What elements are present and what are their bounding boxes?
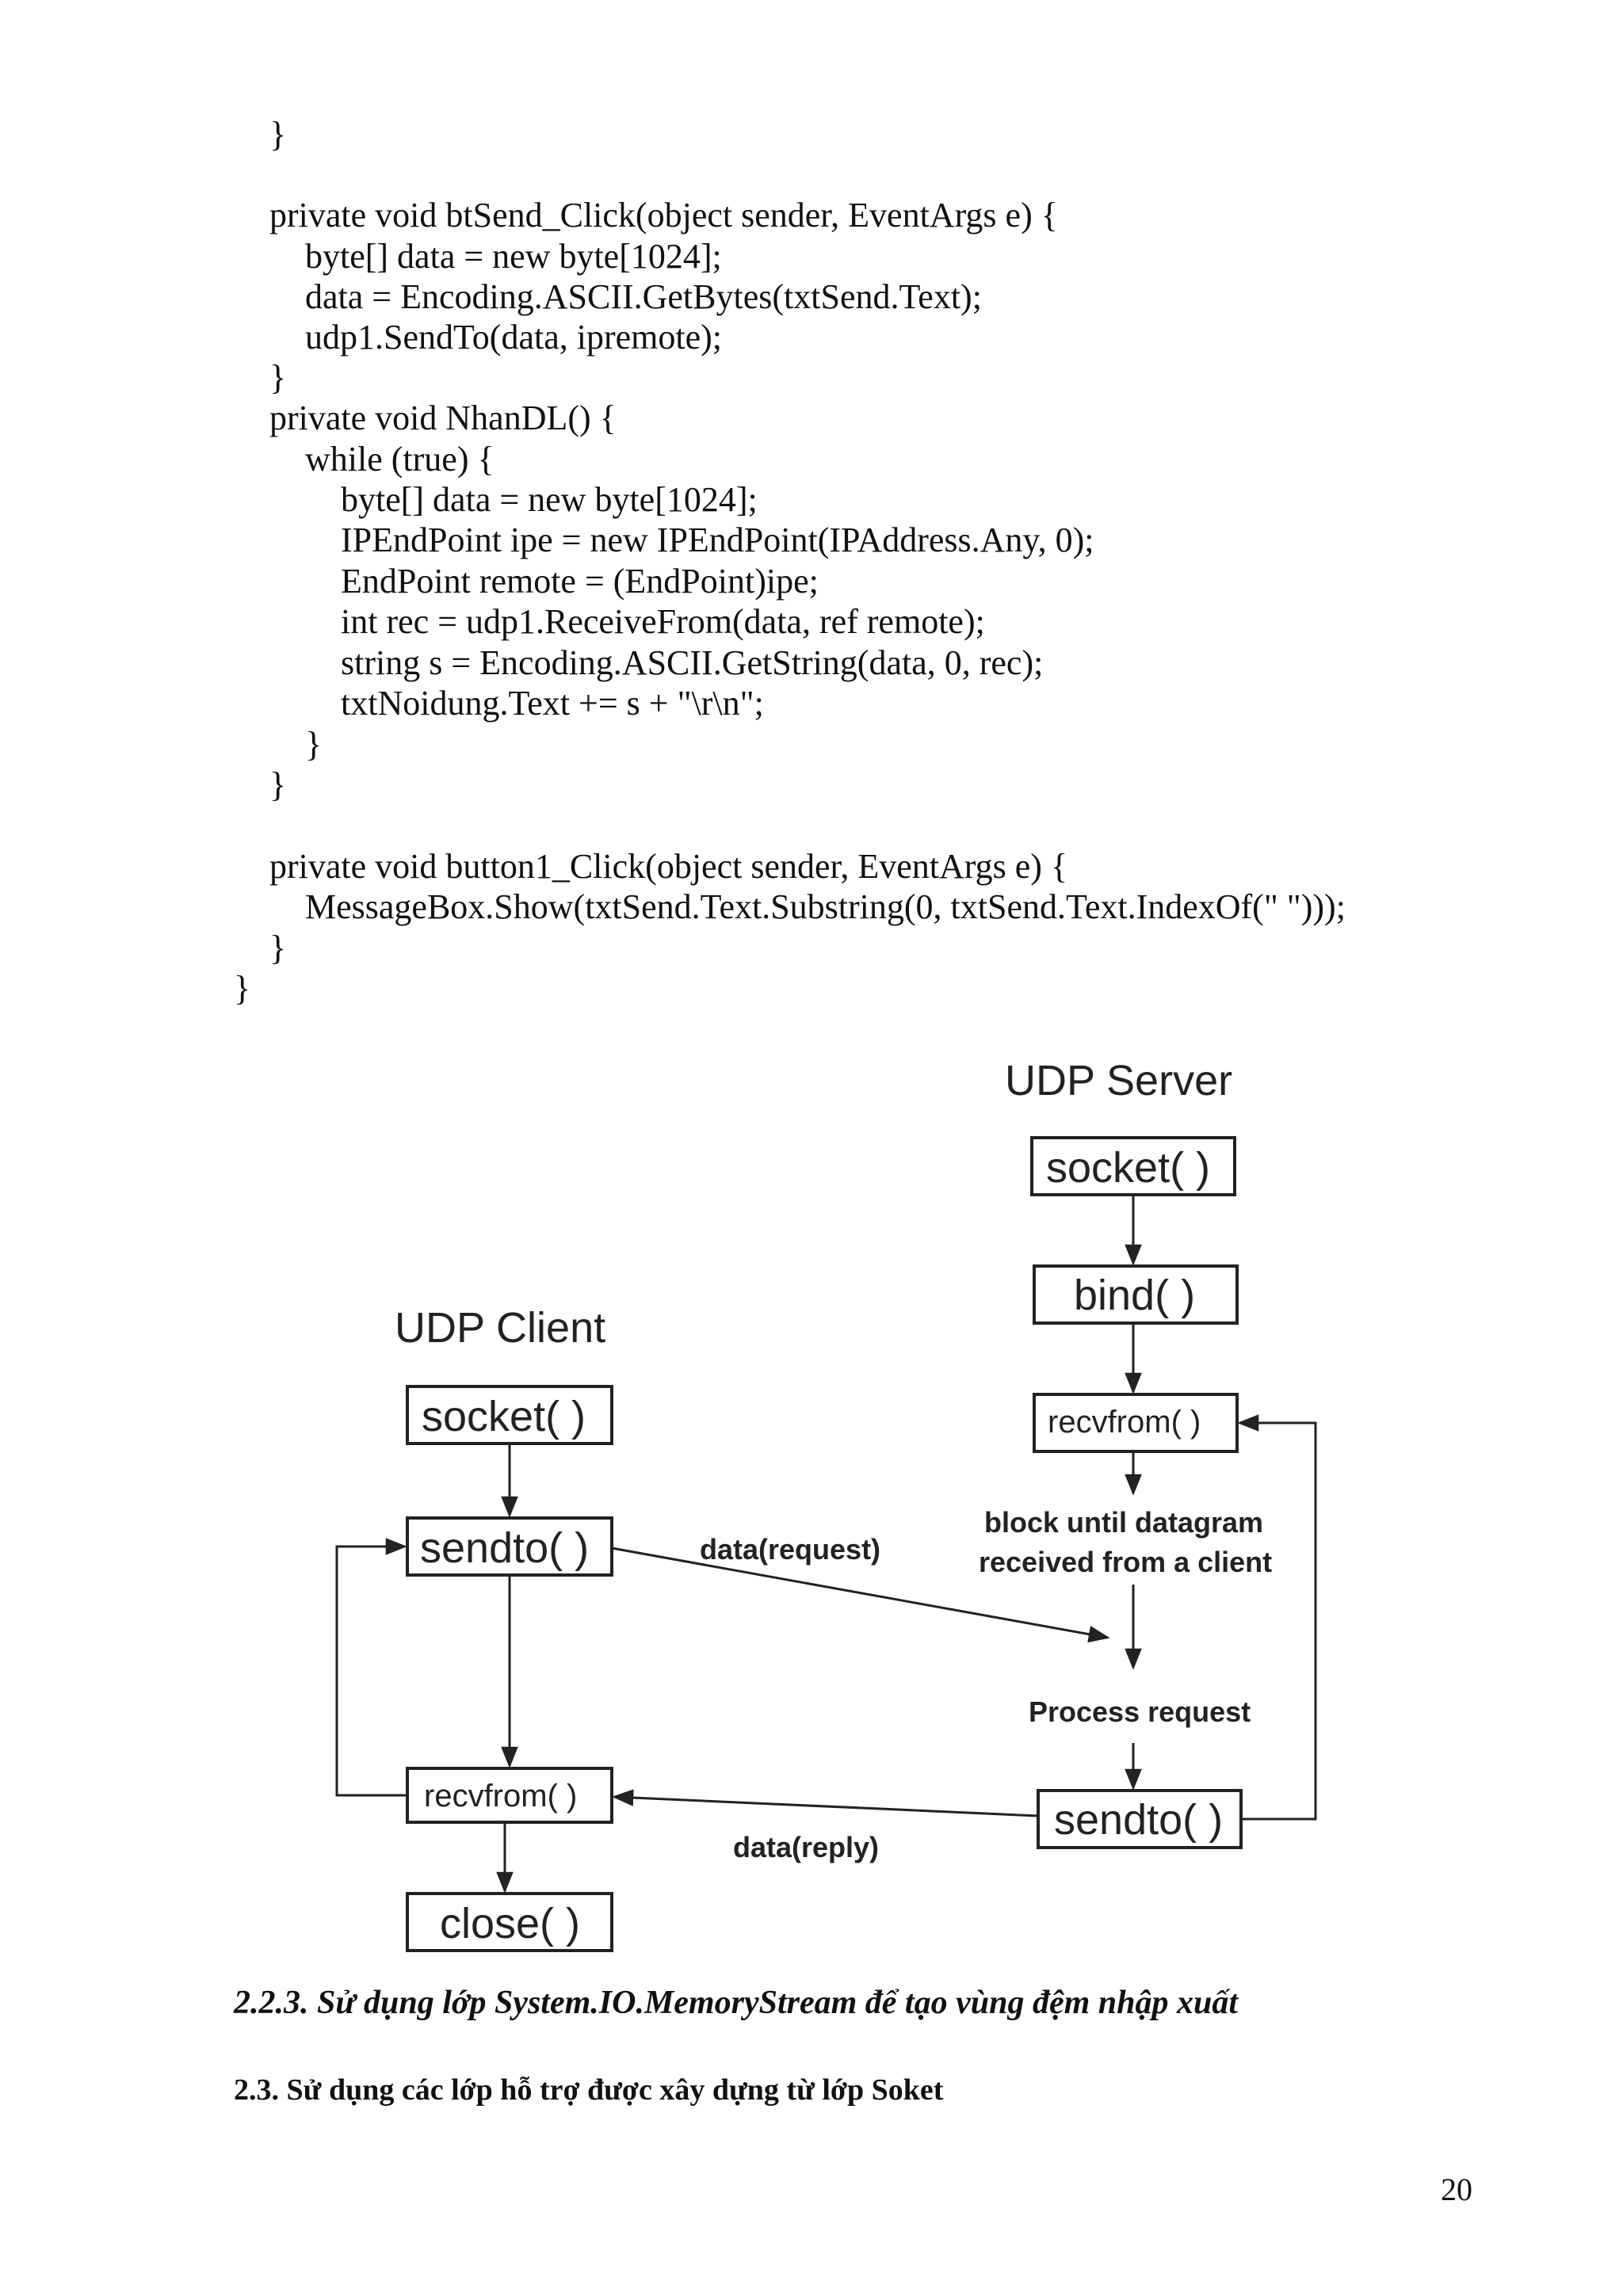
client-recvfrom-label: recvfrom( ) [424,1779,577,1814]
code-line: byte[] data = new byte[1024]; [341,480,758,519]
client-socket-label: socket( ) [422,1393,586,1440]
block-note-line2: received from a client [979,1546,1272,1578]
code-line: } [269,358,287,397]
client-sendto-label: sendto( ) [420,1524,589,1572]
udp-flow-diagram: UDP Server UDP Client socket( ) bind( ) … [262,1046,1395,1957]
arrow-data-reply [612,1789,1039,1817]
data-request-label: data(request) [700,1533,880,1566]
client-title: UDP Client [395,1304,605,1352]
server-bind-label: bind( ) [1074,1272,1195,1319]
server-recvfrom-box [1033,1393,1239,1453]
server-bind-box [1033,1264,1239,1325]
code-line: } [234,969,251,1008]
code-line: } [269,115,287,154]
section-heading-2-2-3: 2.2.3. Sử dụng lớp System.IO.MemoryStrea… [234,1985,1238,2021]
code-line: private void NhanDL() { [269,399,617,437]
client-close-box [406,1892,613,1952]
code-line: data = Encoding.ASCII.GetBytes(txtSend.T… [305,277,982,316]
section-heading-2-3: 2.3. Sử dụng các lớp hỗ trợ được xây dựn… [234,2073,944,2107]
code-line: txtNoidung.Text += s + "\r\n"; [341,684,764,723]
code-line: } [305,725,323,764]
code-line: int rec = udp1.ReceiveFrom(data, ref rem… [341,602,985,641]
code-line: } [269,929,287,967]
arrow-server-loop [1237,1414,1317,1821]
server-socket-label: socket( ) [1046,1144,1210,1192]
code-line: string s = Encoding.ASCII.GetString(data… [341,643,1044,682]
block-note-line1: block until datagram [984,1506,1263,1539]
code-line: } [269,765,287,804]
code-line: while (true) { [305,440,495,479]
arrow-client-loop [335,1538,407,1797]
page-number: 20 [1441,2172,1472,2207]
server-recvfrom-label: recvfrom( ) [1048,1405,1201,1440]
server-sendto-label: sendto( ) [1054,1796,1223,1844]
server-title: UDP Server [1005,1057,1232,1104]
arrow-data-request [611,1547,1110,1643]
code-line: EndPoint remote = (EndPoint)ipe; [341,562,819,601]
client-close-label: close( ) [440,1900,580,1947]
code-line: private void button1_Click(object sender… [269,847,1068,886]
process-request-label: Process request [1029,1695,1251,1728]
code-line: udp1.SendTo(data, ipremote); [305,318,723,357]
code-line: MessageBox.Show(txtSend.Text.Substring(0… [305,887,1346,926]
code-line: IPEndPoint ipe = new IPEndPoint(IPAddres… [341,521,1094,559]
data-reply-label: data(reply) [733,1831,879,1863]
code-line: private void btSend_Click(object sender,… [269,196,1058,235]
code-line: byte[] data = new byte[1024]; [305,237,722,276]
